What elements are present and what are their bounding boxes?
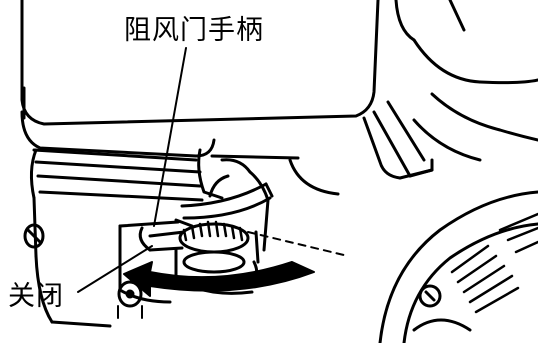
closed-leader-line bbox=[77, 245, 153, 293]
choke-knob bbox=[138, 220, 250, 274]
lower-left-bolt bbox=[117, 280, 143, 319]
fuel-tank bbox=[20, 0, 380, 126]
choke-lever-label: 阻风门手柄 bbox=[124, 15, 264, 46]
direction-arrow-icon bbox=[123, 261, 315, 297]
lever-arc-plate bbox=[180, 182, 274, 220]
choke-leader-line bbox=[153, 47, 187, 227]
left-bolt bbox=[23, 223, 45, 249]
dashed-indicator bbox=[247, 231, 349, 257]
air-cleaner-cover bbox=[20, 110, 216, 328]
engine-top-right bbox=[394, 0, 538, 162]
right-bracket bbox=[210, 100, 434, 196]
closed-label: 关闭 bbox=[8, 281, 64, 312]
choke-bracket bbox=[118, 148, 270, 304]
starter-cover bbox=[378, 190, 538, 343]
